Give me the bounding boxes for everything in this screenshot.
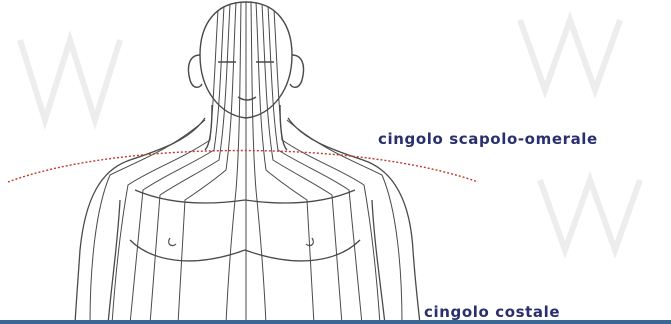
bottom-bar <box>0 320 671 324</box>
rib-girdle-label: cingolo costale <box>424 303 560 321</box>
meridian-lines <box>90 2 402 324</box>
shoulder-girdle-line <box>8 151 478 183</box>
shoulder-girdle-label: cingolo scapolo-omerale <box>378 130 598 148</box>
torso-outline <box>75 118 420 324</box>
chest-marks <box>169 238 314 246</box>
